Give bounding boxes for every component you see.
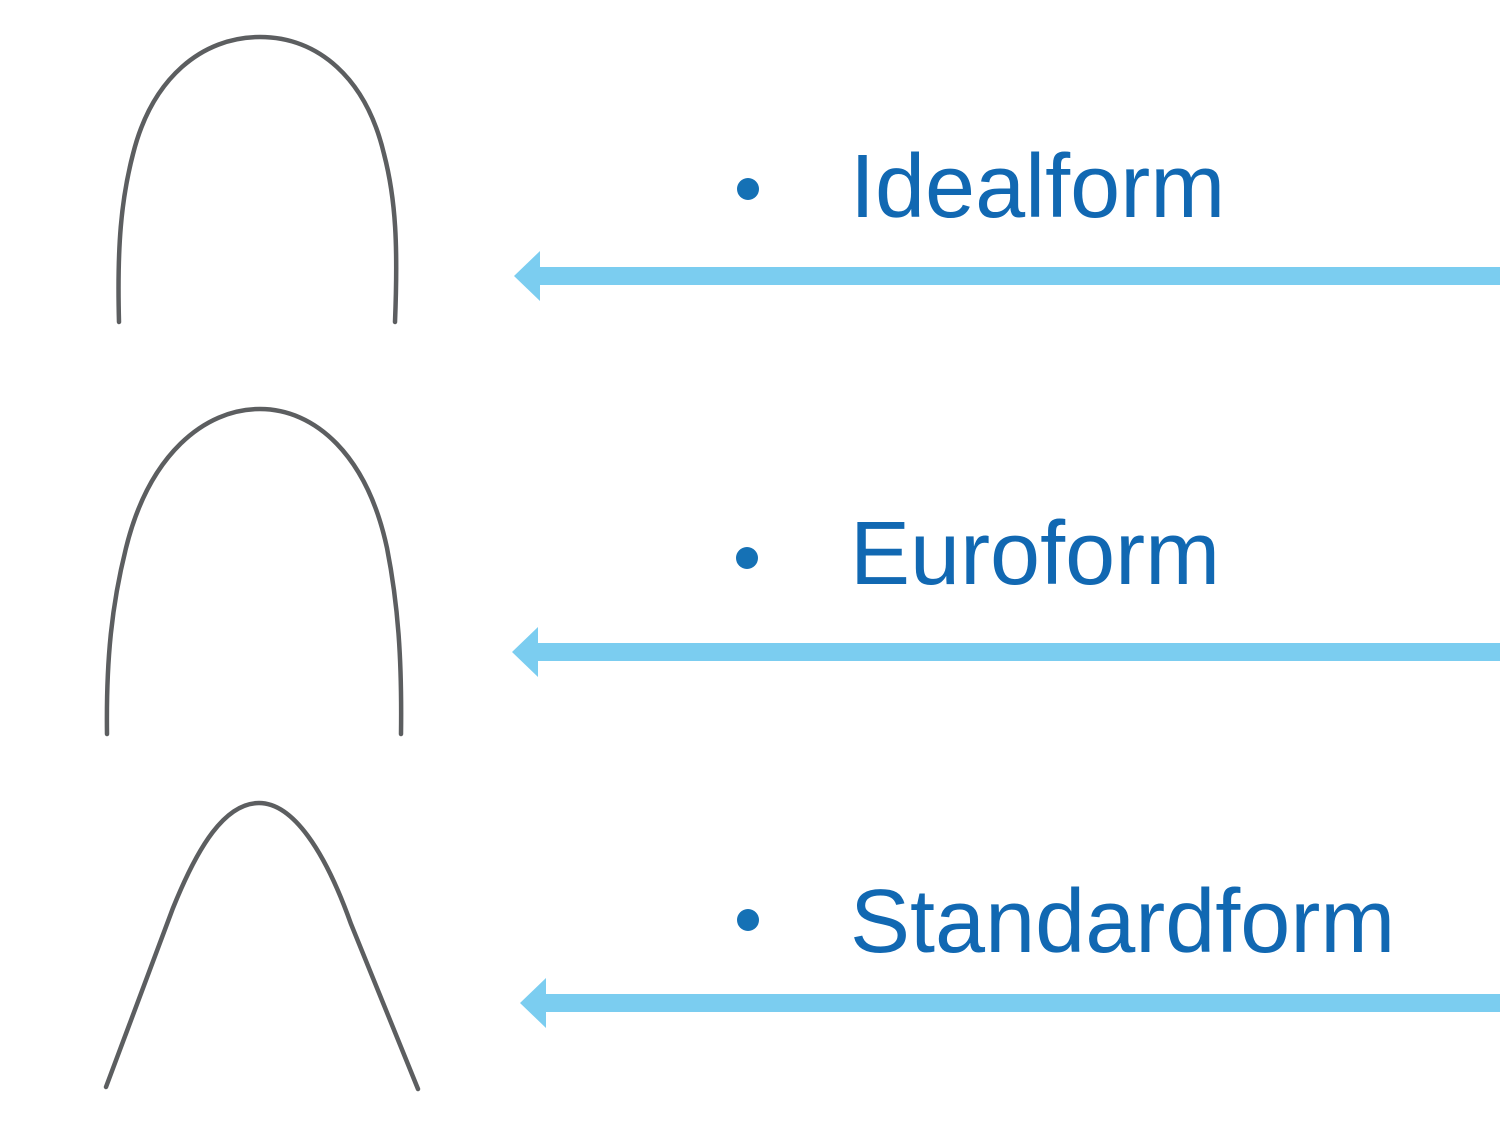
bullet-dot <box>737 178 759 200</box>
standardform-archwire-path <box>103 800 421 1092</box>
left-arrow-shape <box>512 627 1500 677</box>
idealform-archwire-icon <box>116 34 399 325</box>
standardform-label: Standardform <box>850 872 1396 972</box>
left-arrow-icon <box>514 251 1500 301</box>
bullet-icon <box>736 547 758 569</box>
idealform-archwire-path <box>116 34 399 325</box>
bullet-dot <box>737 909 759 931</box>
euroform-label: Euroform <box>850 504 1221 604</box>
left-arrow-shape <box>514 251 1500 301</box>
euroform-archwire-icon <box>104 406 404 737</box>
bullet-dot <box>736 547 758 569</box>
left-arrow-icon <box>520 978 1500 1028</box>
idealform-label: Idealform <box>850 137 1226 237</box>
bullet-icon <box>737 909 759 931</box>
standardform-archwire-icon <box>103 800 421 1092</box>
left-arrow-icon <box>512 627 1500 677</box>
euroform-archwire-path <box>104 406 404 737</box>
bullet-icon <box>737 178 759 200</box>
left-arrow-shape <box>520 978 1500 1028</box>
